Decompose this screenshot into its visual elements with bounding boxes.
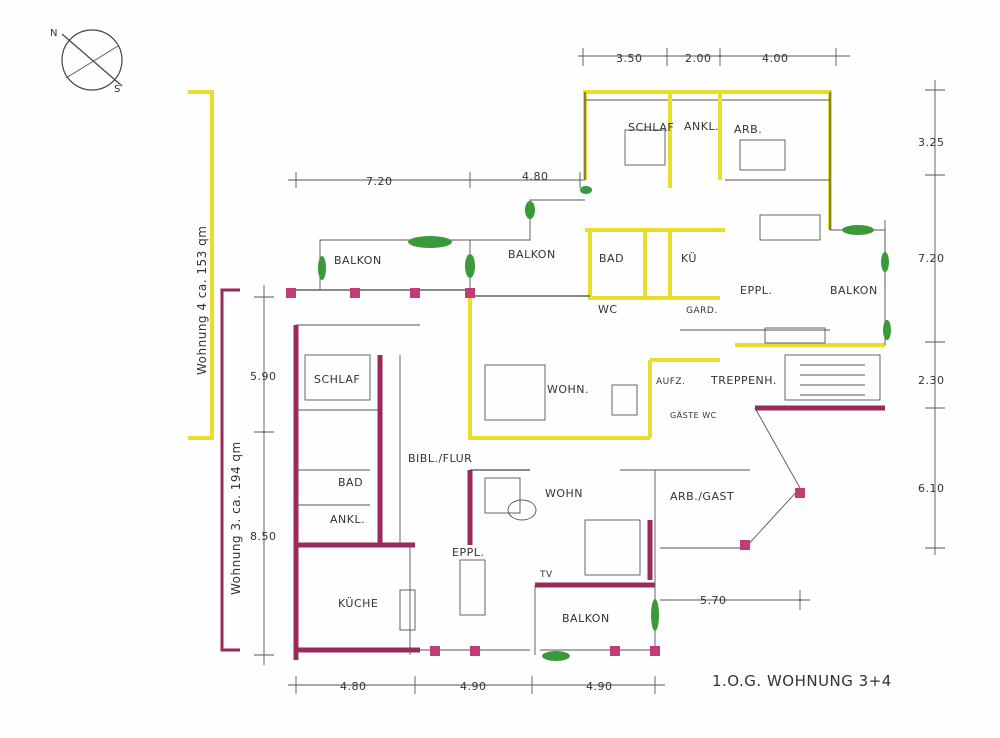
apartment-3-marker: Wohnung 3. ca. 194 qm: [220, 288, 243, 652]
room-arb-gast: ARB./GAST: [670, 490, 734, 503]
upper-left-dimension-line: 7.20 4.80: [288, 170, 585, 188]
room-treppenh: TREPPENH.: [710, 374, 777, 387]
room-ankl-top: ANKL.: [684, 120, 719, 133]
apartment-4-walls: [468, 90, 886, 440]
room-balkon-bottom: BALKON: [562, 612, 610, 625]
room-tv: TV: [539, 570, 553, 580]
room-eppl-bottom: EPPL.: [452, 546, 484, 559]
dim-right-2: 7.20: [918, 252, 945, 265]
top-dimension-line: 3.50 2.00 4.00: [578, 48, 850, 66]
room-schlaf-left: SCHLAF: [314, 373, 360, 386]
dim-upper-2: 4.80: [522, 170, 549, 183]
balcony-lines: [319, 199, 886, 290]
dim-bottom-3: 4.90: [586, 680, 613, 693]
dim-top-1: 3.50: [616, 52, 643, 65]
dim-top-2: 2.00: [685, 52, 712, 65]
dim-mid: 5.70: [700, 594, 727, 607]
compass-south-label: S: [114, 84, 121, 95]
dim-right-1: 3.25: [918, 136, 945, 149]
room-aufz: AUFZ.: [656, 377, 685, 387]
room-labels: SCHLAF ANKL. ARB. BAD KÜ EPPL. BALKON BA…: [314, 120, 878, 625]
plants: [318, 186, 891, 661]
room-wc: WC: [598, 303, 618, 316]
compass: N S: [50, 28, 123, 95]
room-bad-left: BAD: [338, 476, 363, 489]
right-dimension-line: 3.25 7.20 2.30 6.10: [918, 80, 945, 555]
room-balkon-mid: BALKON: [508, 248, 556, 261]
room-ku-top: KÜ: [681, 252, 697, 265]
dim-bottom-1: 4.80: [340, 680, 367, 693]
room-wohn-top: WOHN.: [547, 383, 589, 396]
apartment-3-walls: [286, 288, 885, 660]
room-gard: GARD.: [686, 306, 718, 316]
dim-top-3: 4.00: [762, 52, 789, 65]
furniture: [304, 129, 826, 631]
room-arb-top: ARB.: [734, 123, 762, 136]
apartment-4-marker: Wohnung 4 ca. 153 qm: [188, 90, 214, 440]
staircase: [784, 354, 881, 401]
apartment-4-label: Wohnung 4 ca. 153 qm: [195, 226, 209, 375]
dim-left-1: 5.90: [250, 370, 277, 383]
room-bad-top: BAD: [599, 252, 624, 265]
compass-north-label: N: [50, 28, 58, 39]
room-kueche: KÜCHE: [338, 597, 378, 610]
room-bibl-flur: BIBL./FLUR: [408, 452, 472, 465]
dim-bottom-2: 4.90: [460, 680, 487, 693]
room-gaeste-wc: GÄSTE WC: [670, 410, 717, 420]
plan-caption: 1.O.G. WOHNUNG 3+4: [712, 672, 892, 690]
dim-right-4: 6.10: [918, 482, 945, 495]
room-wohn-bottom: WOHN: [545, 487, 583, 500]
room-ankl-left: ANKL.: [330, 513, 365, 526]
dim-left-2: 8.50: [250, 530, 277, 543]
bottom-dimension-line: 4.80 4.90 4.90: [288, 676, 665, 694]
apartment-3-label: Wohnung 3. ca. 194 qm: [229, 441, 243, 595]
room-eppl-top: EPPL.: [740, 284, 772, 297]
mid-dimension-line: 5.70: [660, 590, 810, 610]
dim-right-3: 2.30: [918, 374, 945, 387]
room-balkon-right: BALKON: [830, 284, 878, 297]
dim-upper-1: 7.20: [366, 175, 393, 188]
room-balkon-left: BALKON: [334, 254, 382, 267]
left-dimension-line: 5.90 8.50: [250, 285, 277, 665]
room-schlaf-top: SCHLAF: [628, 121, 674, 134]
